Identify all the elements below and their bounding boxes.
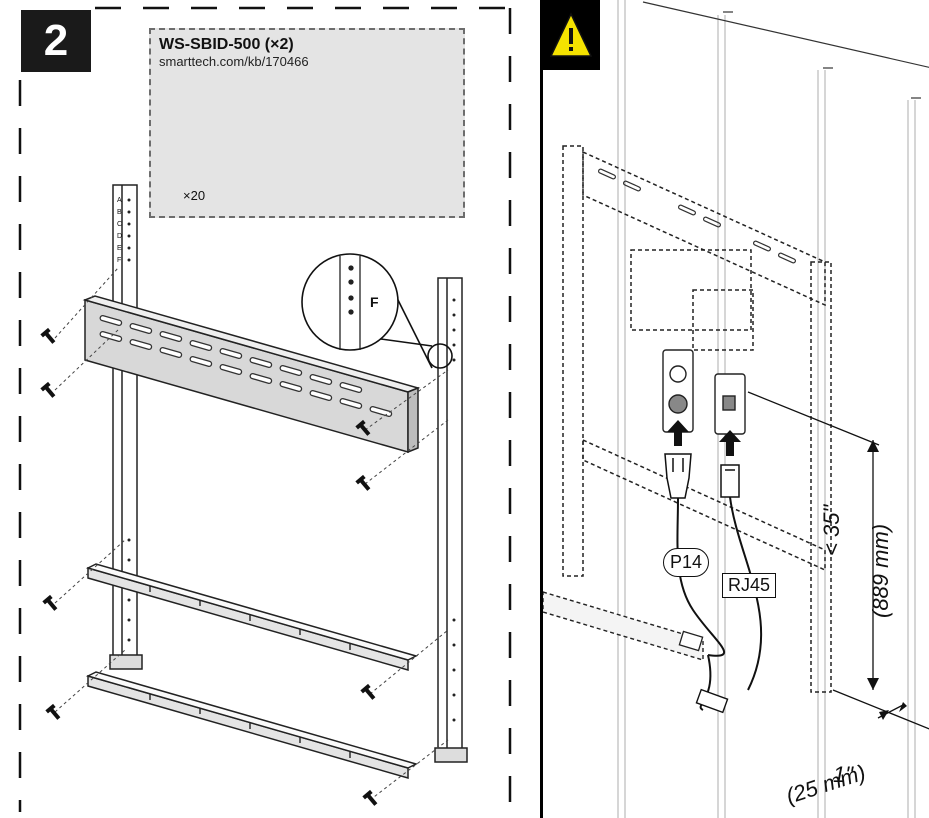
screw-icon bbox=[40, 327, 378, 806]
power-outlet bbox=[662, 349, 694, 433]
stand-frame bbox=[562, 145, 832, 693]
rail-letter: A bbox=[117, 197, 122, 204]
power-strip bbox=[543, 591, 704, 661]
power-cable-label: P14 bbox=[663, 548, 710, 577]
height-metric-label: (889 mm) bbox=[868, 523, 893, 618]
network-plug-icon bbox=[720, 464, 740, 498]
rail-letter: F bbox=[117, 257, 121, 264]
right-upright bbox=[434, 277, 468, 763]
dashed-frame bbox=[18, 6, 512, 812]
rail-letter: B bbox=[117, 209, 122, 216]
rail-letter: E bbox=[117, 245, 122, 252]
kit-url: smarttech.com/kb/170466 bbox=[159, 54, 309, 69]
kit-title: WS-SBID-500 (×2) bbox=[159, 36, 294, 53]
rail-marker-label: F bbox=[370, 294, 379, 310]
guide-lines bbox=[54, 267, 449, 801]
stand-plate-slots bbox=[598, 168, 796, 264]
step-number-badge: 2 bbox=[21, 10, 91, 72]
dimension-lines bbox=[747, 391, 929, 730]
network-outlet bbox=[714, 373, 746, 435]
callout-rail-detail bbox=[339, 256, 361, 350]
dimension-arrowheads bbox=[867, 440, 907, 720]
warning-icon bbox=[549, 12, 593, 57]
lower-rail-upper bbox=[85, 563, 419, 671]
detail-callout bbox=[301, 253, 453, 369]
screw-count: ×20 bbox=[183, 188, 206, 203]
gap-imperial-label: 1" bbox=[833, 762, 854, 787]
wall-top-edge bbox=[642, 1, 929, 99]
plate-slots bbox=[99, 314, 393, 417]
kit-contents-box: WS-SBID-500 (×2) smarttech.com/kb/170466… bbox=[149, 28, 465, 218]
power-strip-switch bbox=[678, 630, 704, 652]
warning-badge bbox=[543, 0, 600, 70]
power-plug-icon bbox=[664, 453, 692, 499]
cables bbox=[676, 496, 763, 711]
height-imperial-label: < 35" bbox=[819, 504, 844, 556]
rail-letter: C bbox=[117, 221, 122, 228]
left-upright bbox=[109, 184, 143, 670]
cable-end-plug bbox=[695, 688, 729, 714]
rail-tick-marks bbox=[149, 586, 351, 758]
insert-arrow-icon bbox=[667, 420, 741, 456]
rail-letter: D bbox=[117, 233, 122, 240]
installation-panel: P14 RJ45 < 35" (889 mm) 1" (25 mm) bbox=[540, 0, 929, 818]
network-cable-label: RJ45 bbox=[722, 573, 777, 598]
installation-drawing bbox=[543, 0, 929, 818]
right-upright-holes bbox=[452, 298, 456, 722]
